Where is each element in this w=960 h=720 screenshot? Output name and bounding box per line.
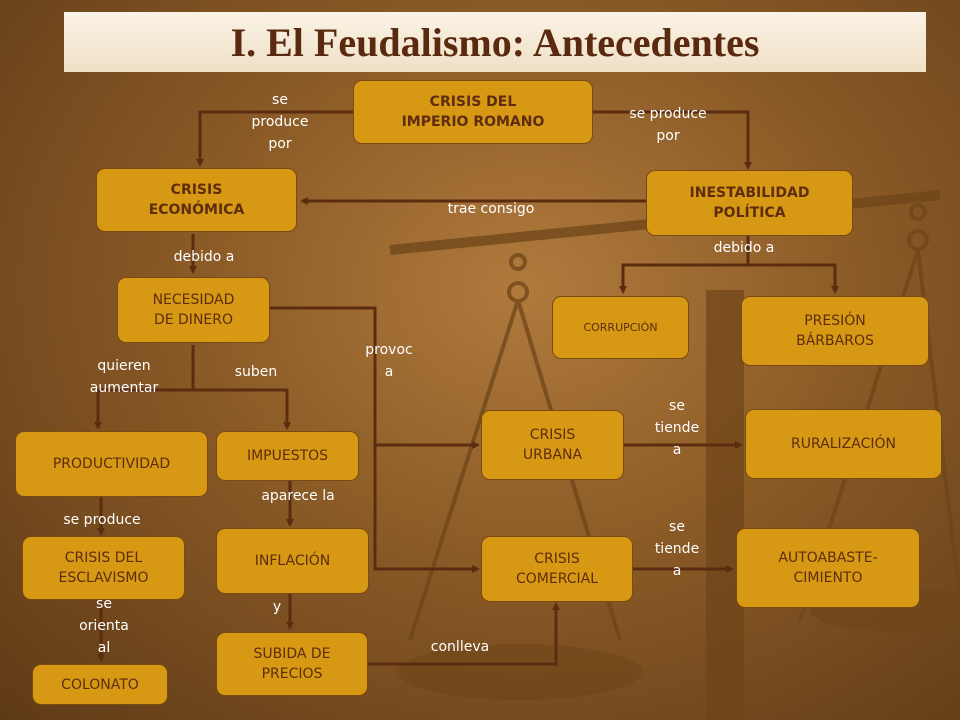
label-quieren-aumentar: quieren aumentar: [89, 358, 159, 396]
node-inflacion: INFLACIÓN: [216, 528, 369, 594]
arrow-necesidad-to-impuestos: [193, 388, 291, 430]
title-bar: I. El Feudalismo: Antecedentes: [64, 12, 926, 72]
label-se-produce-por-left: se produce por: [251, 92, 309, 152]
arrow-necesidad-to-urbana: [270, 306, 480, 449]
node-crisis-del-esclavismo: CRISIS DEL ESCLAVISMO: [22, 536, 185, 600]
label-se-orienta-al: se orienta al: [79, 596, 129, 656]
arrow-inestabilidad-to-presion: [748, 263, 839, 294]
node-presion-barbaros: PRESIÓN BÁRBAROS: [741, 296, 929, 366]
page-title: I. El Feudalismo: Antecedentes: [230, 19, 760, 65]
node-crisis-urbana: CRISIS URBANA: [481, 410, 624, 480]
label-trae-consigo: trae consigo: [447, 201, 535, 217]
node-crisis-economica: CRISIS ECONÓMICA: [96, 168, 297, 232]
node-autoabastecimiento: AUTOABASTE- CIMIENTO: [736, 528, 920, 608]
node-impuestos: IMPUESTOS: [216, 431, 359, 481]
node-ruralizacion: RURALIZACIÓN: [745, 409, 942, 479]
arrow-imperio-to-economica: [196, 110, 355, 167]
arrow-imperio-to-inestabilidad: [592, 110, 752, 170]
label-conlleva: conlleva: [430, 639, 490, 655]
node-crisis-imperio-romano: CRISIS DEL IMPERIO ROMANO: [353, 80, 593, 144]
node-colonato: COLONATO: [32, 664, 168, 705]
node-corrupcion: CORRUPCIÓN: [552, 296, 689, 359]
node-subida-de-precios: SUBIDA DE PRECIOS: [216, 632, 368, 696]
node-productividad: PRODUCTIVIDAD: [15, 431, 208, 497]
label-suben: suben: [234, 364, 278, 380]
label-se-produce-por-right: se produce por: [629, 106, 707, 144]
label-debido-a-right: debido a: [713, 240, 775, 256]
label-se-tiende-a-2: se tiende a: [654, 519, 700, 579]
node-crisis-comercial: CRISIS COMERCIAL: [481, 536, 633, 602]
arrow-necesidad-to-productividad: [94, 345, 195, 430]
label-y: y: [272, 599, 282, 615]
label-se-tiende-a-1: se tiende a: [654, 398, 700, 458]
label-provoca: provoc a: [365, 342, 413, 380]
node-necesidad-de-dinero: NECESIDAD DE DINERO: [117, 277, 270, 343]
label-se-produce: se produce: [63, 512, 141, 528]
label-aparece-la: aparece la: [261, 488, 335, 504]
label-debido-a-left: debido a: [173, 249, 235, 265]
node-inestabilidad-politica: INESTABILIDAD POLÍTICA: [646, 170, 853, 236]
arrow-inestabilidad-to-corrupcion: [619, 236, 750, 294]
arrow-precios-to-comercial: [368, 602, 560, 666]
arrow-necesidad-to-comercial: [373, 445, 480, 573]
